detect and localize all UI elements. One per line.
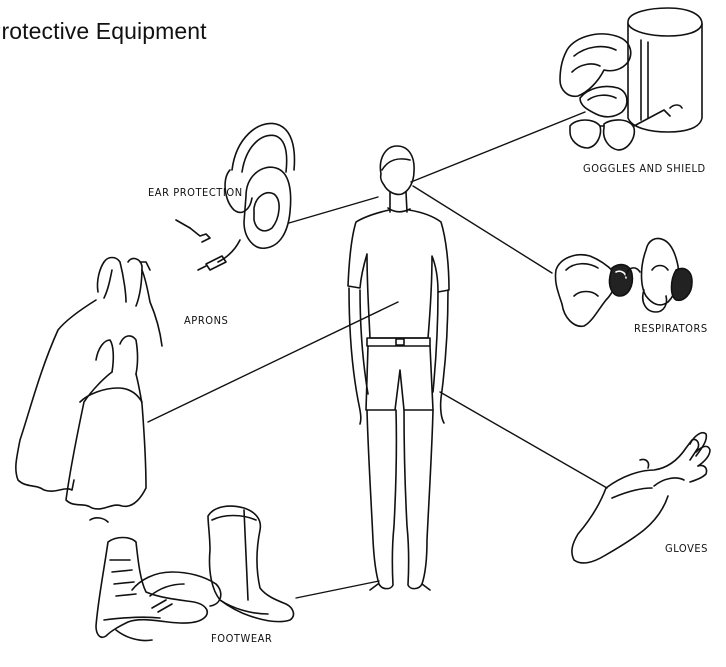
leader-lines <box>148 112 607 598</box>
label-gloves: GLOVES <box>665 542 708 555</box>
leader-line-goggles <box>411 112 585 182</box>
footwear-illustration <box>96 506 293 640</box>
label-footwear: FOOTWEAR <box>211 632 272 645</box>
human-figure <box>348 146 449 590</box>
respirators-illustration <box>555 238 692 326</box>
leader-line-gloves <box>440 392 607 488</box>
label-respirators: RESPIRATORS <box>634 322 708 335</box>
label-ear-protection: EAR PROTECTION <box>148 186 243 199</box>
aprons-illustration <box>16 258 162 523</box>
label-aprons: APRONS <box>184 314 228 327</box>
leader-line-footwear <box>296 581 379 598</box>
leader-line-ear <box>289 197 378 223</box>
label-goggles-and-shield: GOGGLES AND SHIELD <box>583 162 706 175</box>
goggles-and-shield-illustration <box>560 8 702 150</box>
